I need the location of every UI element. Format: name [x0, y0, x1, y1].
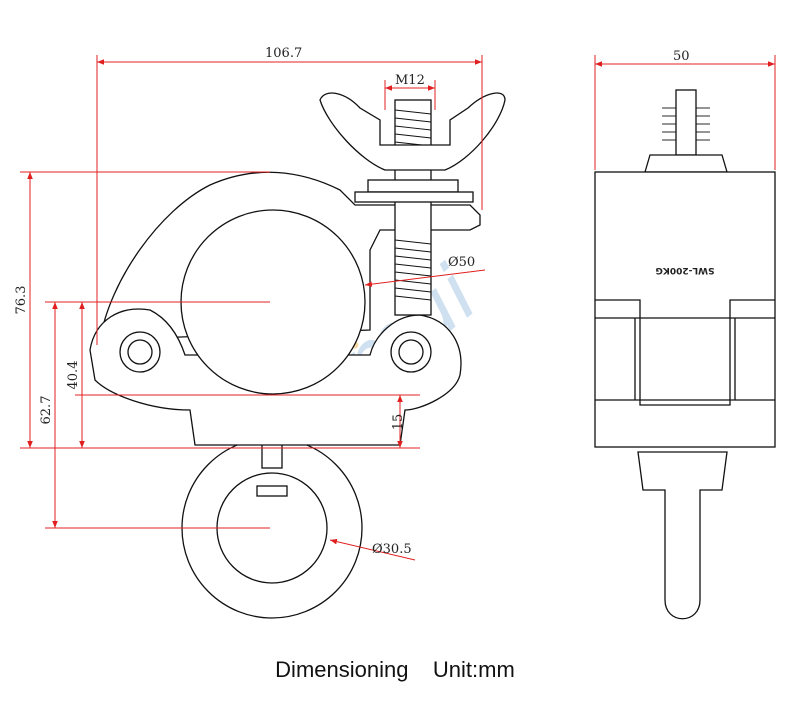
dim-side-width: 50 — [673, 49, 690, 64]
caption-title: Dimensioning — [275, 657, 409, 682]
bolt-shaft — [394, 99, 432, 316]
hinge-pin-left-inner — [127, 339, 153, 365]
dim-height-center: 40.4 — [66, 361, 81, 390]
dim-overall-width: 106.7 — [265, 46, 302, 61]
side-dimensions — [594, 55, 776, 170]
ring-insert — [256, 485, 288, 497]
side-ring — [637, 451, 728, 620]
side-nut — [644, 154, 728, 173]
side-tube-channel — [595, 299, 775, 406]
dim-tube-diameter: Ø50 — [448, 255, 475, 270]
wing-nut — [319, 92, 506, 171]
dim-ring-diameter: Ø30.5 — [372, 542, 412, 557]
dim-base-offset: 15 — [391, 414, 406, 431]
washer — [367, 179, 459, 193]
hinge-pin-right-inner — [398, 339, 424, 365]
front-view — [89, 92, 506, 619]
dim-height-ring: 62.7 — [39, 396, 54, 425]
dim-height-total: 76.3 — [14, 286, 29, 315]
caption: Dimensioning Unit:mm — [0, 657, 790, 683]
product-label: SWL-200KG — [655, 265, 714, 275]
dim-thread: M12 — [395, 73, 425, 88]
side-body — [594, 171, 776, 448]
side-bolt — [675, 89, 697, 156]
side-view — [594, 89, 776, 620]
washer-plate — [354, 191, 474, 203]
side-bolt-thread — [662, 107, 710, 141]
front-dimensions — [20, 55, 486, 561]
caption-unit: Unit:mm — [432, 657, 515, 682]
